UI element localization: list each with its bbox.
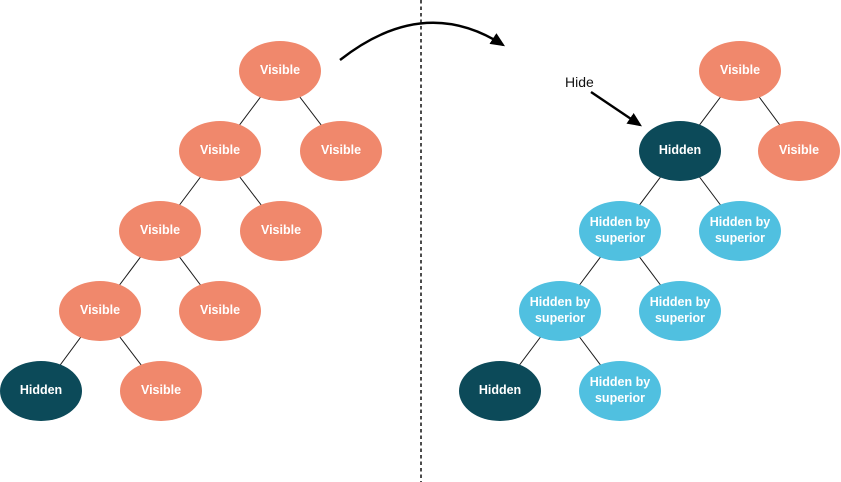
node-visible: Visible: [120, 361, 202, 421]
node-hidden: Hidden: [459, 361, 541, 421]
hide-annotation-label: Hide: [565, 74, 594, 90]
node-hidden-by-superior: Hidden by superior: [579, 361, 661, 421]
node-visible: Visible: [240, 201, 322, 261]
node-visible: Visible: [119, 201, 201, 261]
node-hidden: Hidden: [0, 361, 82, 421]
node-hidden: Hidden: [639, 121, 721, 181]
node-visible: Visible: [179, 281, 261, 341]
node-hidden-by-superior: Hidden by superior: [699, 201, 781, 261]
node-visible: Visible: [59, 281, 141, 341]
node-visible: Visible: [179, 121, 261, 181]
transform-arrow-icon: [339, 21, 506, 61]
node-visible: Visible: [239, 41, 321, 101]
node-visible: Visible: [300, 121, 382, 181]
node-hidden-by-superior: Hidden by superior: [519, 281, 601, 341]
node-hidden-by-superior: Hidden by superior: [579, 201, 661, 261]
node-hidden-by-superior: Hidden by superior: [639, 281, 721, 341]
hide-arrow-icon: [590, 91, 642, 127]
node-visible: Visible: [758, 121, 840, 181]
node-visible: Visible: [699, 41, 781, 101]
